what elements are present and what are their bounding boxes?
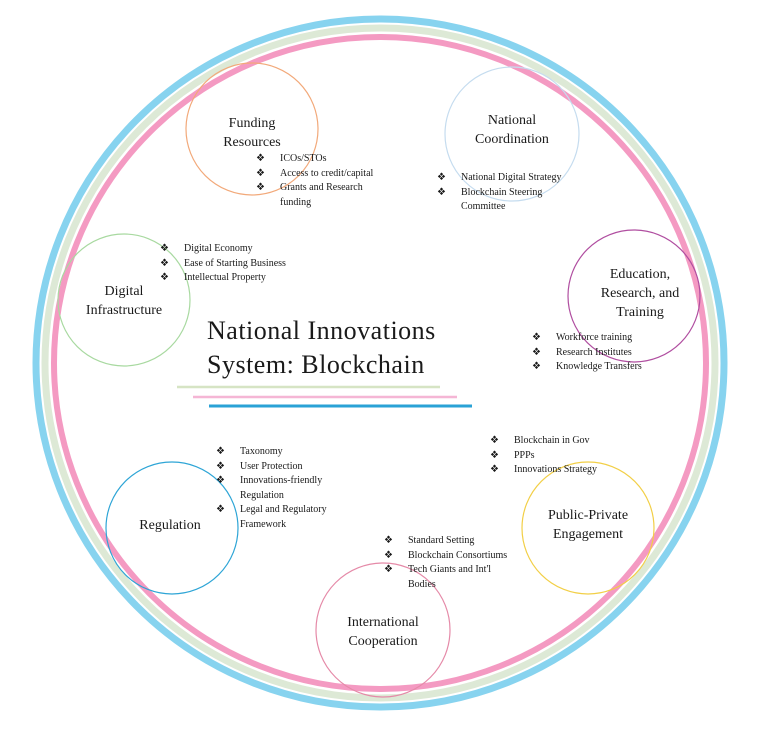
- funding-label-line-1: Funding: [228, 116, 276, 131]
- international-cooperation-circle: [315, 562, 451, 698]
- international-label-line-1: International: [347, 615, 419, 630]
- funding-bullet: ICOs/STOs: [256, 152, 401, 167]
- education-bullet: Research Institutes: [532, 346, 682, 361]
- public-private-bullet: Blockchain in Gov: [490, 434, 640, 449]
- education-label-line-3: Training: [616, 305, 664, 320]
- education-bullet: Workforce training: [532, 331, 682, 346]
- international-bullet: Tech Giants and Int'l Bodies: [384, 563, 508, 592]
- funding-bullets: ICOs/STOs Access to credit/capital Grant…: [256, 152, 401, 210]
- funding-label: Funding Resources: [202, 114, 302, 152]
- public-private-label: Public-Private Engagement: [536, 506, 640, 544]
- regulation-bullets: Taxonomy User Protection Innovations-fri…: [216, 445, 356, 532]
- funding-bullet: Grants and Research funding: [256, 181, 380, 210]
- inner-ring: [51, 34, 709, 692]
- national-coordination-bullets: National Digital Strategy Blockchain Ste…: [437, 171, 587, 215]
- international-bullet: Blockchain Consortiums: [384, 549, 534, 564]
- digital-label-line-2: Infrastructure: [85, 303, 163, 318]
- public-private-label-line-2: Engagement: [553, 527, 623, 542]
- education-label: Education, Research, and Training: [586, 265, 694, 322]
- international-label-line-2: Cooperation: [348, 634, 418, 649]
- international-cooperation-bullets: Standard Setting Blockchain Consortiums …: [384, 534, 534, 592]
- public-private-bullet: Innovations Strategy: [490, 463, 640, 478]
- education-label-line-1: Education,: [609, 267, 671, 282]
- funding-circle: [185, 62, 319, 196]
- regulation-bullet: User Protection: [216, 460, 356, 475]
- digital-infrastructure-label: Digital Infrastructure: [72, 282, 176, 320]
- digital-infrastructure-bullets: Digital Economy Ease of Starting Busines…: [160, 242, 320, 286]
- regulation-bullet: Legal and Regulatory Framework: [216, 503, 352, 532]
- national-bullet: Blockchain Steering Committee: [437, 186, 561, 215]
- national-coordination-label: National Coordination: [462, 111, 562, 149]
- title-line-2: System: Blockchain: [207, 350, 425, 379]
- digital-bullet: Ease of Starting Business: [160, 257, 320, 272]
- international-bullet: Standard Setting: [384, 534, 534, 549]
- regulation-label: Regulation: [120, 516, 220, 535]
- education-bullets: Workforce training Research Institutes K…: [532, 331, 682, 375]
- education-bullet: Knowledge Transfers: [532, 360, 682, 375]
- public-private-bullet: PPPs: [490, 449, 640, 464]
- national-label-line-2: Coordination: [475, 132, 549, 147]
- education-label-line-2: Research, and: [600, 286, 680, 301]
- funding-label-line-2: Resources: [223, 135, 281, 150]
- digital-bullet: Digital Economy: [160, 242, 320, 257]
- national-bullet: National Digital Strategy: [437, 171, 587, 186]
- digital-infrastructure-circle: [57, 233, 191, 367]
- outer-ring: [32, 15, 728, 711]
- funding-bullet: Access to credit/capital: [256, 167, 401, 182]
- regulation-bullet: Taxonomy: [216, 445, 356, 460]
- title-line-1: National Innovations: [207, 316, 436, 345]
- national-label-line-1: National: [487, 113, 537, 128]
- regulation-bullet: Innovations-friendly Regulation: [216, 474, 340, 503]
- public-private-bullets: Blockchain in Gov PPPs Innovations Strat…: [490, 434, 640, 478]
- digital-label-line-1: Digital: [104, 284, 144, 299]
- public-private-label-line-1: Public-Private: [547, 508, 629, 523]
- regulation-label-line-1: Regulation: [139, 518, 201, 533]
- international-cooperation-label: International Cooperation: [330, 613, 436, 651]
- middle-ring: [41, 24, 719, 702]
- diagram-title: National Innovations System: Blockchain: [207, 314, 487, 382]
- digital-bullet: Intellectual Property: [160, 271, 320, 286]
